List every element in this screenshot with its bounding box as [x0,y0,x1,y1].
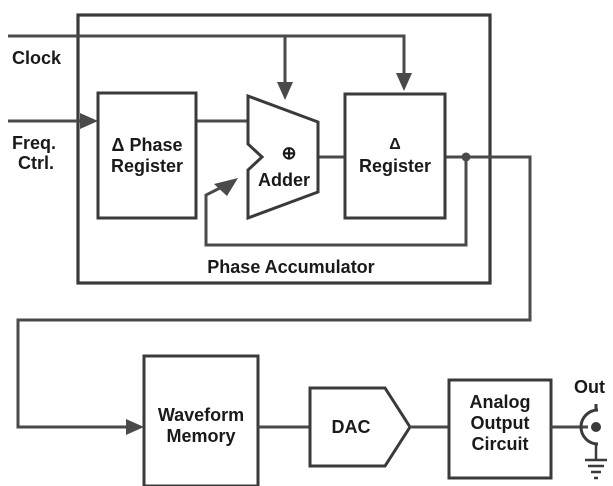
delta-phase-register-label-line2: Register [111,156,183,176]
waveform-memory-label-line2: Memory [166,426,235,446]
delta-register-delta: Δ [389,136,401,153]
analog-output-circuit-block [447,378,553,480]
bnc-connector-icon [579,404,601,446]
adder-label: Adder [258,170,310,190]
delta-phase-register-label-line1: Δ Phase [112,135,183,155]
register-output-line [16,155,532,429]
delta-register-label: Register [359,156,431,176]
feedback-line [204,157,468,247]
feedback-junction [461,152,471,162]
waveform-memory-block [142,354,260,486]
dac-block [308,386,412,468]
delta-phase-register-block [96,91,198,220]
analog-output-label-line1: Analog [470,392,531,412]
phase-accumulator-label: Phase Accumulator [207,257,374,277]
waveform-input-arrow [126,419,144,435]
adder-block [246,93,320,221]
freq-ctrl-arrow [80,113,98,129]
adder-plus-symbol: ⊕ [281,143,296,163]
waveform-memory-label-line1: Waveform [158,405,244,425]
clock-adder-arrow [277,82,293,100]
feedback-arrow [214,178,238,196]
freq-label-line2: Ctrl. [18,153,54,173]
clock-label: Clock [12,48,62,68]
ground-icon [585,443,607,480]
clock-register-arrow [396,73,412,91]
dac-label: DAC [332,417,371,437]
delta-register-block [343,92,447,220]
out-label: Out [574,377,605,397]
analog-output-label-line2: Output [471,413,530,433]
freq-label-line1: Freq. [12,133,56,153]
clock-line [8,34,406,80]
analog-output-label-line3: Circuit [471,434,528,454]
